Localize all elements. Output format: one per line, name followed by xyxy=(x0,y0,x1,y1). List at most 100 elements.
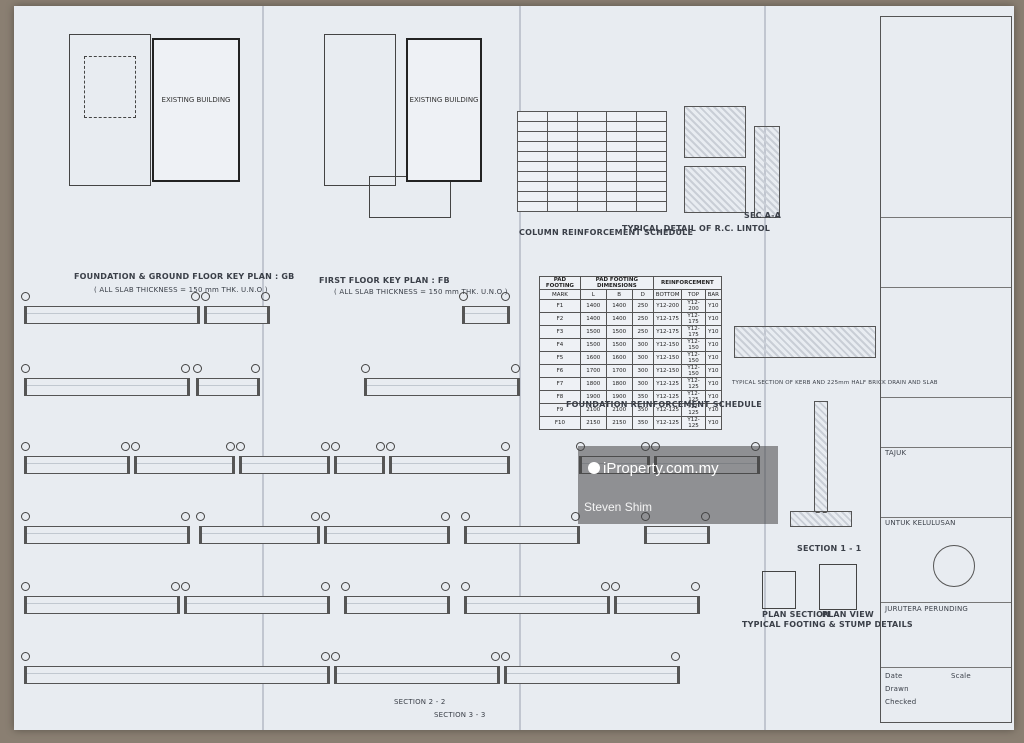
table-cell: F7 xyxy=(539,377,581,391)
foundation-plan-outline xyxy=(69,34,151,186)
beam-elevation xyxy=(24,456,130,474)
title-block: TAJUK UNTUK KELULUSAN JURUTERA PERUNDING… xyxy=(880,16,1012,723)
first-floor-plan-title: FIRST FLOOR KEY PLAN : FB xyxy=(319,276,450,285)
grid-bubble xyxy=(261,292,270,301)
title-block-checked: Checked xyxy=(885,698,917,706)
table-cell: 1800 xyxy=(605,377,633,391)
table-cell: Y12-150 xyxy=(652,338,683,352)
grid-bubble xyxy=(459,292,468,301)
grid-bubble xyxy=(491,652,500,661)
first-floor-porch xyxy=(369,176,451,218)
grid-bubble xyxy=(501,292,510,301)
table-cell: 1400 xyxy=(579,312,607,326)
beam-elevation xyxy=(464,596,610,614)
table-cell: 1700 xyxy=(605,364,633,378)
foundation-plan-title: FOUNDATION & GROUND FLOOR KEY PLAN : GB xyxy=(74,272,295,281)
table-cell: 350 xyxy=(631,416,654,430)
foundation-schedule-title: FOUNDATION REINFORCEMENT SCHEDULE xyxy=(566,400,762,409)
watermark-overlay: iProperty.com.my Steven Shim xyxy=(578,446,778,524)
lintol-detail-title: TYPICAL DETAIL OF R.C. LINTOL xyxy=(622,224,771,233)
table-subheader: TOP xyxy=(681,289,706,300)
grid-bubble xyxy=(191,292,200,301)
table-cell: Y12-150 xyxy=(681,351,706,365)
plan-view-label: PLAN VIEW xyxy=(822,610,874,619)
grid-bubble xyxy=(461,512,470,521)
table-cell: Y12-175 xyxy=(652,312,683,326)
grid-bubble xyxy=(601,582,610,591)
table-cell: 300 xyxy=(631,338,654,352)
table-cell: Y10 xyxy=(704,299,723,313)
beam-elevation xyxy=(239,456,330,474)
table-cell: 250 xyxy=(631,312,654,326)
grid-bubble xyxy=(21,512,30,521)
beam-elevation xyxy=(334,666,500,684)
paper-fold xyxy=(262,6,264,730)
table-cell: F5 xyxy=(539,351,581,365)
table-subheader: D xyxy=(631,289,654,300)
table-header: PAD FOOTING xyxy=(539,276,581,290)
grid-bubble xyxy=(181,364,190,373)
table-cell: Y12-125 xyxy=(652,377,683,391)
approval-stamp xyxy=(933,545,975,587)
paper-fold xyxy=(764,6,766,730)
grid-bubble xyxy=(441,512,450,521)
table-cell: F3 xyxy=(539,325,581,339)
table-cell: Y12-175 xyxy=(681,325,706,339)
table-header: REINFORCEMENT xyxy=(652,276,723,290)
foundation-schedule-table: PAD FOOTING PAD FOOTING DIMENSIONS REINF… xyxy=(539,276,723,430)
table-cell: Y12-200 xyxy=(652,299,683,313)
table-cell: 1500 xyxy=(579,338,607,352)
table-cell: 250 xyxy=(631,299,654,313)
grid-bubble xyxy=(671,652,680,661)
beam-elevation xyxy=(464,526,580,544)
table-subheader: B xyxy=(605,289,633,300)
beam-elevation xyxy=(389,456,510,474)
grid-bubble xyxy=(321,652,330,661)
beam-elevation xyxy=(324,526,450,544)
grid-bubble xyxy=(21,442,30,451)
beam-elevation xyxy=(24,666,330,684)
beam-elevation xyxy=(462,306,510,324)
table-cell: F6 xyxy=(539,364,581,378)
table-cell: Y10 xyxy=(704,364,723,378)
table-cell: Y12-125 xyxy=(681,416,706,430)
grid-bubble xyxy=(501,442,510,451)
table-cell: 1500 xyxy=(579,325,607,339)
grid-bubble xyxy=(511,364,520,373)
title-block-approval: UNTUK KELULUSAN xyxy=(885,519,956,527)
table-cell: 1500 xyxy=(605,338,633,352)
lintol-detail-1 xyxy=(684,106,746,158)
grid-bubble xyxy=(441,582,450,591)
grid-bubble xyxy=(361,364,370,373)
table-header: PAD FOOTING DIMENSIONS xyxy=(579,276,654,290)
table-cell: 1400 xyxy=(605,312,633,326)
foundation-slab-note: ( ALL SLAB THICKNESS = 150 mm THK. U.N.O… xyxy=(94,286,268,294)
beam-elevation xyxy=(204,306,270,324)
table-cell: 300 xyxy=(631,364,654,378)
section-aa-label: SEC A-A xyxy=(744,211,781,220)
table-cell: F2 xyxy=(539,312,581,326)
grid-bubble xyxy=(121,442,130,451)
drawing-sheet: EXISTING BUILDING FOUNDATION & GROUND FL… xyxy=(14,6,1014,730)
section-1-1-label: SECTION 1 - 1 xyxy=(797,544,862,553)
table-cell: Y12-150 xyxy=(652,364,683,378)
grid-bubble xyxy=(331,652,340,661)
beam-elevation xyxy=(184,596,330,614)
beam-elevation xyxy=(199,526,320,544)
stump-section xyxy=(814,401,828,513)
title-block-date: Date xyxy=(885,672,903,680)
grid-bubble xyxy=(226,442,235,451)
drain-section xyxy=(734,326,876,358)
grid-bubble xyxy=(21,364,30,373)
grid-bubble xyxy=(331,442,340,451)
table-subheader: BOTTOM xyxy=(652,289,683,300)
table-cell: Y12-175 xyxy=(681,312,706,326)
table-cell: Y12-150 xyxy=(681,364,706,378)
table-cell: 2150 xyxy=(605,416,633,430)
table-cell: Y10 xyxy=(704,416,723,430)
grid-bubble xyxy=(501,652,510,661)
lintol-detail-2 xyxy=(684,166,746,213)
